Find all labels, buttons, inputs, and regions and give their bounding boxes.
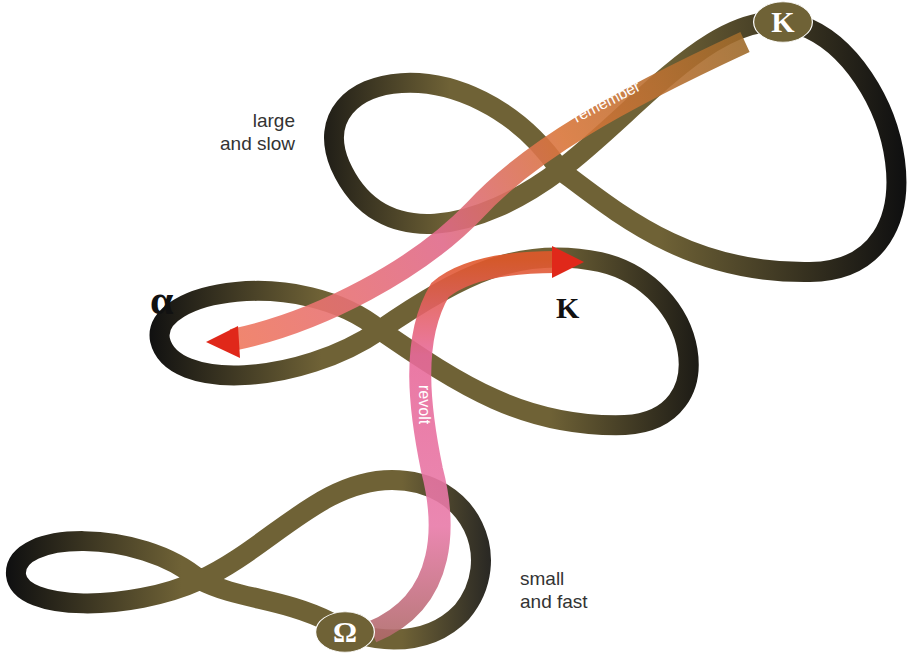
cycle-phase-oval: Ω bbox=[315, 611, 375, 653]
phase-symbol: Ω bbox=[333, 617, 357, 647]
band-label: revolt bbox=[415, 385, 434, 424]
scale-note: small and fast bbox=[520, 568, 597, 614]
cycle-phase-oval: K bbox=[753, 1, 813, 43]
scale-note: large and slow bbox=[218, 110, 295, 156]
phase-symbol: K bbox=[771, 7, 794, 37]
phase-symbol: α bbox=[150, 275, 173, 325]
phase-symbol: K bbox=[556, 290, 579, 326]
